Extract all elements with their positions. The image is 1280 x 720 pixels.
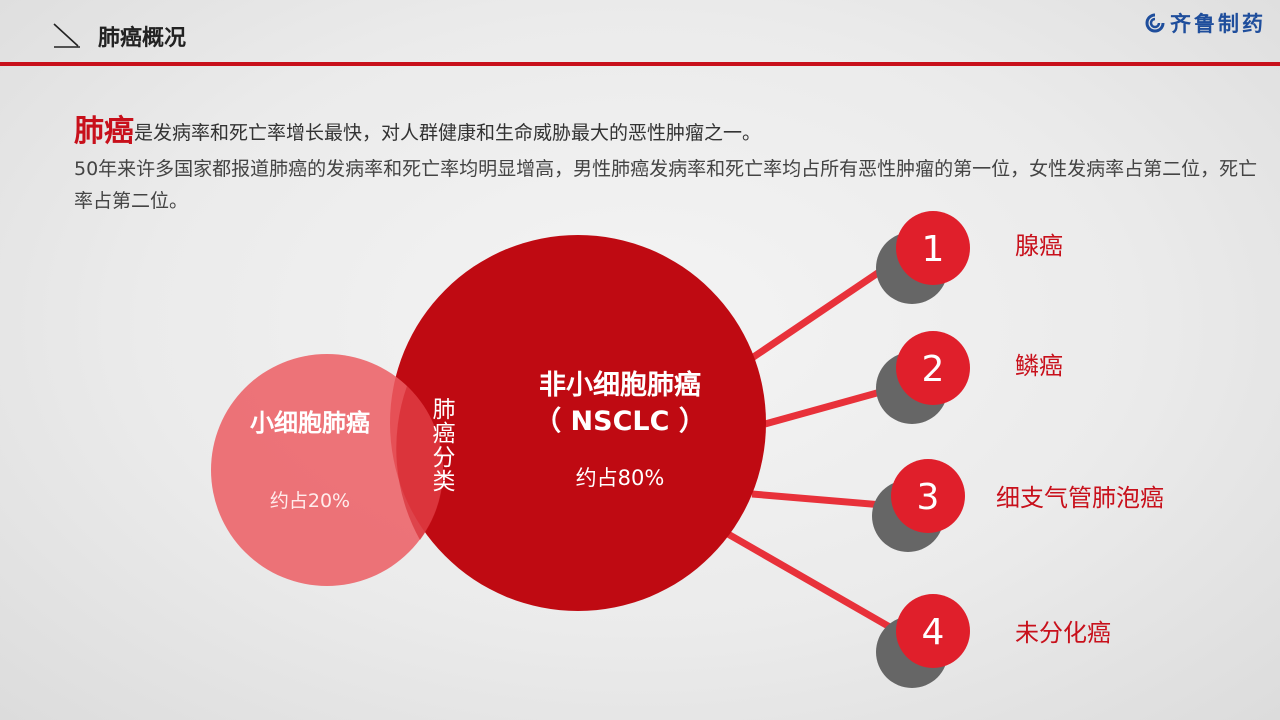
subtype-label: 未分化癌 [1015, 619, 1111, 647]
classification-label: 肺癌分类 [432, 397, 456, 495]
badge-number: 4 [922, 612, 945, 653]
connector-line-1 [750, 255, 902, 361]
badge-number: 3 [917, 477, 940, 518]
subtype-label: 细支气管肺泡癌 [996, 484, 1164, 512]
intro-paragraph: 50年来许多国家都报道肺癌的发病率和死亡率均明显增高，男性肺癌发病率和死亡率均占… [74, 158, 1258, 212]
badge-4: 4 [876, 594, 970, 688]
sclc-circle [211, 354, 443, 586]
badge-number: 2 [922, 349, 945, 390]
nsclc-title-line2: （ NSCLC ） [534, 406, 706, 437]
lead-text: 是发病率和死亡率增长最快，对人群健康和生命威胁最大的恶性肿瘤之一。 [134, 122, 762, 144]
sclc-share: 约占20% [269, 490, 351, 512]
sclc-title: 小细胞肺癌 [250, 409, 370, 437]
overlap-region [396, 386, 444, 540]
lead-highlight: 肺癌 [74, 114, 134, 149]
connector-line-3 [751, 490, 896, 510]
lead-sentence: 肺癌是发病率和死亡率增长最快，对人群健康和生命威胁最大的恶性肿瘤之一。 [74, 112, 1264, 153]
badge-1: 1 [876, 211, 970, 304]
nsclc-share: 约占80% [575, 466, 665, 490]
subtype-label: 鳞癌 [1015, 352, 1063, 380]
subtype-label: 腺癌 [1015, 232, 1063, 260]
nsclc-title: 非小细胞肺癌 （ NSCLC ） [500, 368, 740, 440]
nsclc-title-line1: 非小细胞肺癌 [539, 370, 701, 401]
badge-2: 2 [876, 331, 970, 424]
brand-mark-icon [1145, 13, 1165, 33]
badge-number: 1 [922, 229, 945, 270]
page-title: 肺癌概况 [98, 26, 187, 51]
nsclc-circle [390, 235, 766, 611]
brand-name: 齐鲁制药 [1170, 12, 1266, 36]
header-bar: 肺癌概况 齐鲁制药 [0, 0, 1280, 66]
badge-3: 3 [872, 459, 965, 552]
header-divider [0, 62, 1280, 66]
intro-block: 肺癌是发病率和死亡率增长最快，对人群健康和生命威胁最大的恶性肿瘤之一。 50年来… [74, 112, 1264, 217]
connector-line-2 [764, 384, 896, 428]
corner-arrow-icon [53, 23, 80, 48]
connector-line-4 [726, 530, 897, 634]
brand-logo: 齐鲁制药 [1144, 8, 1266, 38]
